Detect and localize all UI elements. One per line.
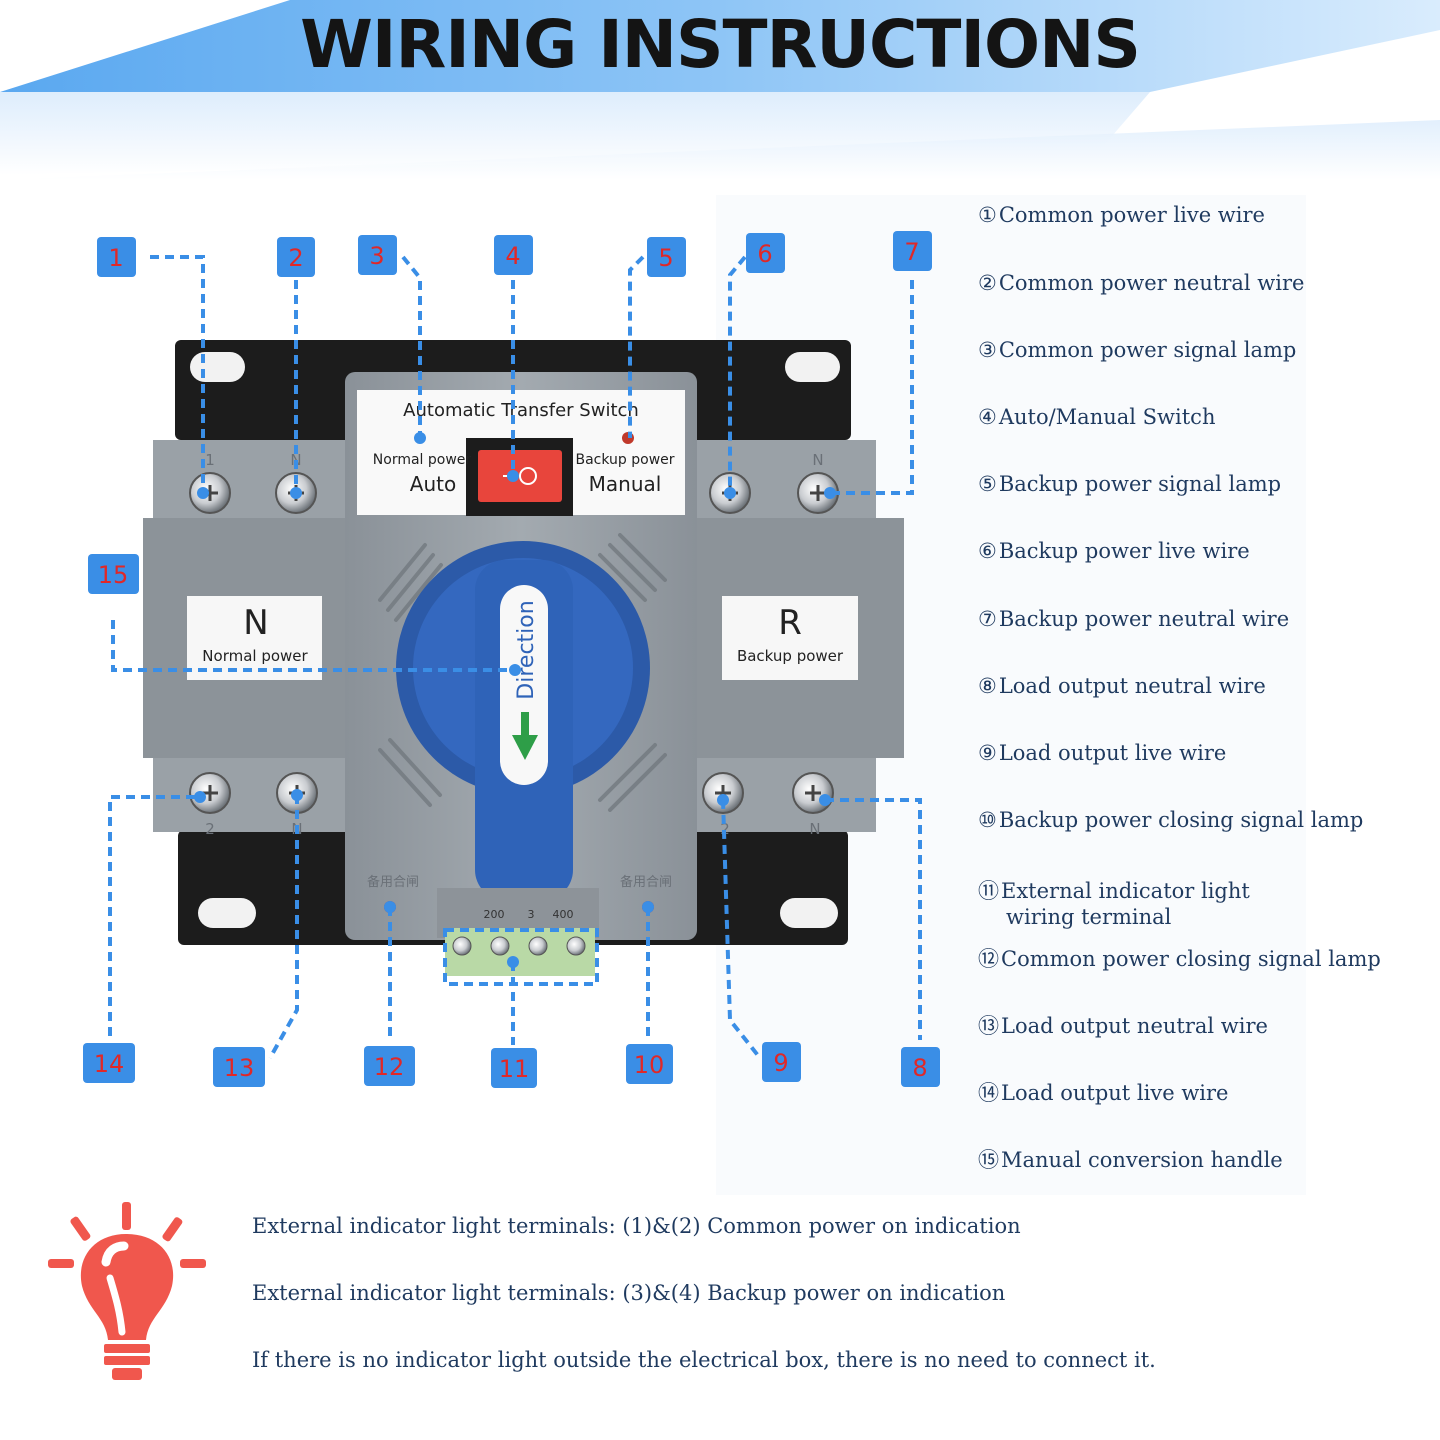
title-banner	[0, 0, 1440, 180]
center-body	[345, 372, 697, 940]
callout-10: 10	[626, 1044, 673, 1084]
legend-item-12: ⑫Common power closing signal lamp	[978, 947, 1381, 971]
legend-item-6: ⑥Backup power live wire	[978, 539, 1250, 563]
callout-13-label: 13	[224, 1054, 255, 1082]
callout-15-label: 15	[98, 561, 129, 589]
callout-12-label: 12	[374, 1053, 405, 1081]
legend-item-15: ⑮Manual conversion handle	[978, 1148, 1283, 1172]
right-module	[696, 440, 904, 832]
callout-12: 12	[364, 1046, 415, 1086]
panel-title: Automatic Transfer Switch	[403, 400, 639, 421]
legend-item-4: ④Auto/Manual Switch	[978, 405, 1216, 429]
leader-lines	[108, 255, 922, 1060]
backup-power-indicator-label: Backup power	[575, 452, 674, 468]
callout-2: 2	[277, 237, 315, 277]
callout-15: 15	[88, 554, 139, 594]
callout-11-label: 11	[499, 1055, 530, 1083]
callout-5-label: 5	[658, 244, 673, 272]
left-module	[143, 440, 348, 832]
callout-5: 5	[647, 237, 686, 277]
legend-item-5: ⑤Backup power signal lamp	[978, 472, 1282, 496]
legend-item-9: ⑨Load output live wire	[978, 741, 1227, 765]
callout-6-label: 6	[757, 240, 772, 268]
callout-4-label: 4	[505, 242, 520, 270]
terminal-label-bottom-right-2: 2	[720, 820, 730, 838]
terminal-block-label-3: 3	[528, 908, 535, 921]
legend-item-3: ③Common power signal lamp	[978, 338, 1297, 362]
terminal-label-bottom-right-n: N	[809, 820, 820, 838]
callout-14: 14	[83, 1043, 135, 1083]
terminal-block-label-200: 200	[484, 908, 505, 921]
callout-8-label: 8	[912, 1054, 927, 1082]
terminal-label-top-right-n: N	[812, 451, 823, 469]
callout-1-label: 1	[108, 244, 123, 272]
callout-3-label: 3	[369, 242, 384, 270]
legend-item-7: ⑦Backup power neutral wire	[978, 607, 1290, 631]
callout-11: 11	[491, 1048, 537, 1088]
callout-4: 4	[494, 235, 533, 275]
callout-2-label: 2	[288, 244, 303, 272]
normal-power-indicator-label: Normal power	[373, 452, 472, 468]
callout-14-label: 14	[94, 1050, 125, 1078]
terminal-block-label-400: 400	[553, 908, 574, 921]
note-no-indicator: If there is no indicator light outside t…	[252, 1348, 1156, 1372]
page-title: WIRING INSTRUCTIONS	[300, 6, 1141, 83]
callout-6: 6	[746, 233, 785, 273]
terminal-label-bottom-left-2: 2	[205, 820, 215, 838]
note-common-power: External indicator light terminals: (1)&…	[252, 1214, 1021, 1238]
auto-label: Auto	[410, 472, 456, 496]
normal-plate-label: Normal power	[202, 647, 308, 665]
backup-plate-label: Backup power	[737, 647, 844, 665]
callout-9-label: 9	[773, 1049, 788, 1077]
callout-3: 3	[358, 235, 397, 275]
backup-plate-letter: R	[778, 603, 802, 643]
legend-item-14: ⑭Load output live wire	[978, 1081, 1229, 1105]
chinese-label-left: 备用合闸	[367, 874, 419, 890]
callout-7-label: 7	[904, 238, 919, 266]
terminal-label-top-left-1: 1	[205, 451, 215, 469]
legend-item-1: ①Common power live wire	[978, 203, 1265, 227]
legend-item-13: ⑬Load output neutral wire	[978, 1014, 1268, 1038]
normal-plate-letter: N	[243, 603, 268, 643]
handle-direction-text: Direction	[514, 600, 539, 699]
callout-markers: 1 2 3 4 5 6 7 8 9 10 11 12 13 14 15	[83, 231, 940, 1088]
legend-item-10: ⑩Backup power closing signal lamp	[978, 808, 1364, 832]
note-backup-power: External indicator light terminals: (3)&…	[252, 1281, 1006, 1305]
callout-13: 13	[213, 1047, 265, 1087]
legend-item-2: ②Common power neutral wire	[978, 271, 1305, 295]
callout-9: 9	[762, 1042, 801, 1082]
callout-10-label: 10	[634, 1051, 665, 1079]
manual-label: Manual	[589, 472, 662, 496]
lightbulb-icon	[48, 1202, 206, 1380]
callout-7: 7	[893, 231, 932, 271]
callout-1: 1	[97, 237, 136, 277]
chinese-label-right: 备用合闸	[620, 874, 672, 890]
legend-item-8: ⑧Load output neutral wire	[978, 674, 1266, 698]
callout-8: 8	[901, 1047, 940, 1087]
